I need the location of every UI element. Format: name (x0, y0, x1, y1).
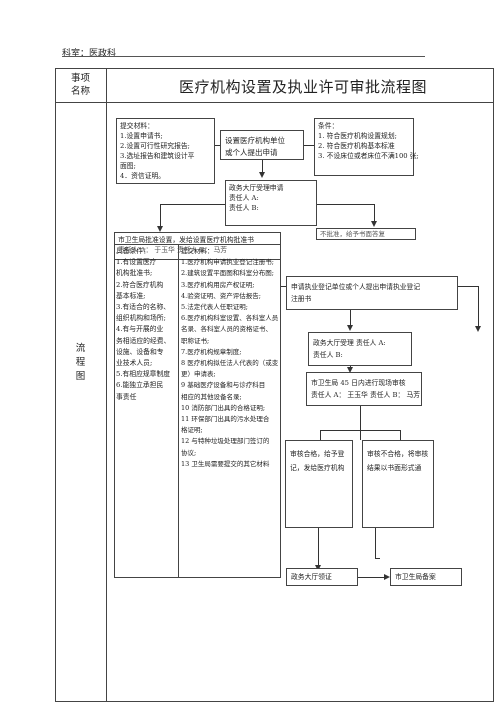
connector-line (304, 145, 314, 146)
panel-divider (178, 244, 179, 578)
page-title: 医疗机构设置及执业许可审批流程图 (178, 78, 427, 96)
arrow-line (478, 286, 479, 328)
arrow-line (358, 577, 384, 578)
arrow-head (259, 172, 265, 178)
requirements-panel (114, 244, 281, 578)
pass-box: 审核合格，给予登 记，发给医疗机构 (285, 440, 353, 528)
arrow-line (318, 528, 319, 567)
panel-top (114, 244, 281, 245)
column-divider (106, 68, 107, 702)
arrow-line (400, 430, 401, 440)
materials-box: 提交材料： 1.设置申请书; 2.设置可行性研究报告; 3.选址报告和建筑设计平… (116, 118, 215, 184)
arrow-head (347, 325, 353, 331)
certificate-box: 政务大厅领证 (286, 568, 358, 586)
accept2-box: 政务大厅受理 责任人 A: 责任人 B: (308, 332, 412, 366)
arrow-line (320, 430, 321, 440)
arrow-line (160, 204, 161, 227)
accept-box: 政务大厅受理申请 责任人 A: 责任人 B: (225, 180, 317, 226)
record-box: 市卫生局备案 (390, 568, 462, 586)
arrow-line (160, 204, 225, 205)
arrow-line (375, 528, 376, 558)
arrow-line (281, 286, 286, 287)
item-name-label: 事项 名称 (70, 73, 90, 97)
arrow-head (384, 574, 390, 580)
requirements-box: 具备条件： 1.有设置医疗 机构批准书; 2.符合医疗机构 基本标准; 3.有适… (116, 247, 171, 401)
reject-box: 不批准，给予书面答复 (316, 228, 416, 240)
conditions-box: 条件： 1. 符合医疗机构设置规划; 2. 符合医疗机构基本标准 3. 不设床位… (314, 118, 419, 176)
arrow-line (458, 286, 478, 287)
arrow-head (371, 221, 377, 227)
arrow-line (317, 204, 374, 205)
apply-box: 设置医疗机构单位 或个人提出申请 (220, 130, 304, 160)
arrow-head (157, 226, 163, 232)
inspect-box: 市卫生局 45 日内进行现场审核 责任人 A： 王玉华 责任人 B： 马芳 (306, 372, 422, 406)
row-divider (55, 102, 494, 103)
register-apply-box: 申请执业登记单位或个人提出申请执业登记 注册书 (286, 276, 458, 310)
arrow-line (360, 406, 361, 440)
fail-box: 审核不合格，将审核 结果以书面形式通 (362, 440, 434, 528)
arrow-line (320, 430, 400, 431)
license-materials-box: 提交材料： 1.医疗机构申请执业登记注册书; 2.建筑设置平面图和科室分布图; … (181, 247, 279, 468)
department-label: 科室：医政科 (62, 49, 117, 59)
arrow-line (375, 558, 380, 559)
arrow-line (262, 160, 263, 174)
connector-line (215, 145, 220, 146)
header-rule (62, 56, 425, 57)
flowchart-label: 流 程 图 (75, 343, 86, 382)
arrow-head (347, 367, 353, 373)
arrow-line (350, 310, 351, 326)
arrow-head (475, 326, 481, 332)
arrow-line (374, 204, 375, 222)
approve-setup-box: 市卫生局批准设置，发给设置医疗机构批准书 责任人 A： 于玉华 责任人 B： 马… (114, 232, 281, 260)
